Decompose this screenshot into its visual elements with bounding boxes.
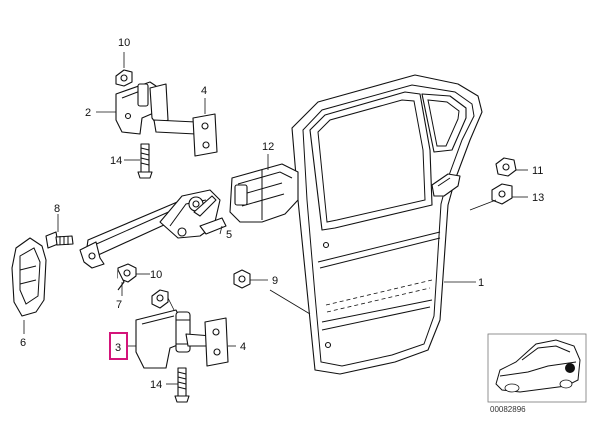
location-marker-dot bbox=[565, 363, 575, 373]
callout-7: 7 bbox=[116, 299, 122, 311]
highlight-box bbox=[109, 332, 128, 360]
vehicle-location-thumbnail: 00082896 bbox=[487, 333, 587, 414]
door-lock-12 bbox=[229, 163, 299, 223]
clip-11 bbox=[495, 157, 517, 177]
callout-13: 13 bbox=[532, 192, 544, 204]
callout-8: 8 bbox=[54, 203, 60, 215]
callout-2: 2 bbox=[85, 107, 91, 119]
clip-13 bbox=[491, 183, 513, 205]
callout-4-upper: 4 bbox=[201, 85, 207, 97]
hex-nut-10-hinge-lower bbox=[151, 289, 169, 309]
callout-14-upper: 14 bbox=[110, 155, 122, 167]
hinge-plate-4-upper bbox=[192, 113, 218, 157]
hinge-plate-4-lower bbox=[204, 317, 229, 367]
callout-4-lower: 4 bbox=[240, 341, 246, 353]
screw-7 bbox=[117, 269, 125, 291]
callout-11: 11 bbox=[532, 165, 543, 177]
door-check-strap-5 bbox=[79, 189, 227, 269]
callout-5: 5 bbox=[226, 229, 232, 241]
bolt-8 bbox=[45, 231, 74, 249]
callout-10-lower: 10 bbox=[150, 269, 162, 281]
grommet-9 bbox=[233, 269, 251, 289]
callout-1: 1 bbox=[478, 277, 484, 289]
callout-6: 6 bbox=[20, 337, 26, 349]
callout-10-upper: 10 bbox=[118, 37, 130, 49]
callout-9: 9 bbox=[272, 275, 278, 287]
callout-12: 12 bbox=[262, 141, 274, 153]
cover-pad-6 bbox=[11, 237, 47, 317]
callout-14-lower: 14 bbox=[150, 379, 162, 391]
bolt-14-upper bbox=[137, 143, 153, 179]
callout-3: 3 bbox=[115, 342, 121, 354]
hex-nut-10-upper bbox=[115, 69, 133, 87]
drawing-number: 00082896 bbox=[490, 405, 526, 414]
callout-labels: 10 2 4 14 12 8 5 10 7 9 1 11 13 6 4 14 bbox=[20, 37, 544, 391]
leader-lines bbox=[23, 52, 528, 385]
bolt-14-lower bbox=[174, 367, 190, 403]
callout-3-highlighted[interactable]: 3 bbox=[109, 332, 128, 360]
lower-hinge-3 bbox=[135, 309, 213, 369]
rear-door-shell bbox=[291, 74, 483, 375]
upper-hinge-2 bbox=[115, 81, 197, 135]
